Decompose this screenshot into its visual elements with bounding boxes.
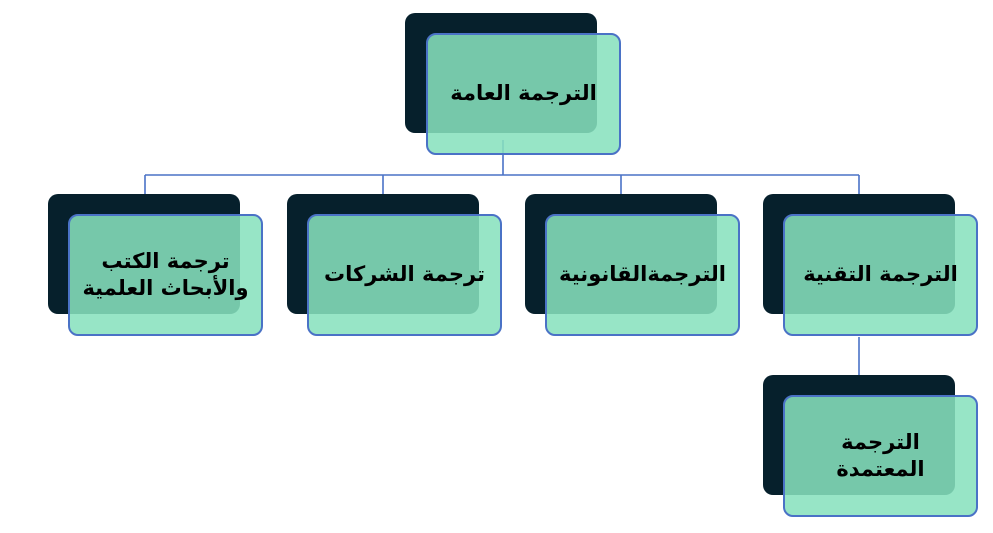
node-technical-label: الترجمة التقنية <box>803 262 958 287</box>
node-certified-label: الترجمة المعتمدة <box>836 429 925 481</box>
node-books-label: ترجمة الكتب والأبحاث العلمية <box>82 248 249 300</box>
node-legal-card: الترجمةالقانونية <box>545 214 740 336</box>
node-legal-label: الترجمةالقانونية <box>559 262 726 287</box>
node-companies-card: ترجمة الشركات <box>307 214 502 336</box>
node-root-card: الترجمة العامة <box>426 33 621 155</box>
node-certified-card: الترجمة المعتمدة <box>783 395 978 517</box>
node-technical-card: الترجمة التقنية <box>783 214 978 336</box>
node-books-card: ترجمة الكتب والأبحاث العلمية <box>68 214 263 336</box>
node-companies-label: ترجمة الشركات <box>324 262 485 287</box>
node-root-label: الترجمة العامة <box>450 81 597 106</box>
